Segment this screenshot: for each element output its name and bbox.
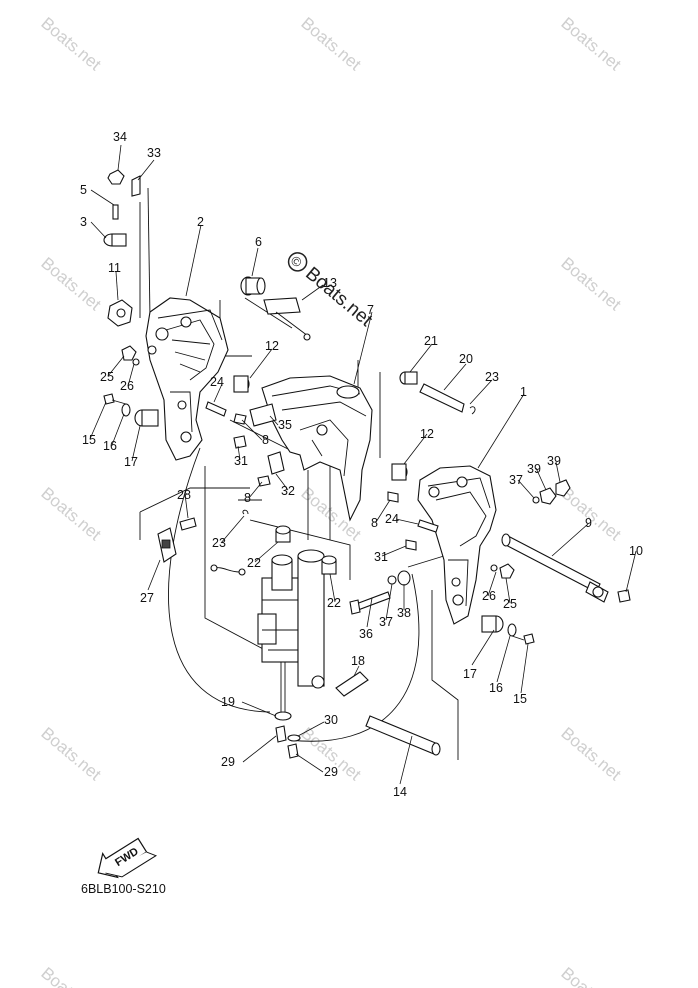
callout-label: 12 (265, 339, 279, 353)
watermark-text: Boats.net (557, 964, 624, 988)
watermark-text: Boats.net (37, 484, 104, 545)
callout-label: 32 (281, 484, 295, 498)
callout-label: 17 (463, 667, 477, 681)
callout-label: 14 (393, 785, 407, 799)
callout-label: 30 (324, 713, 338, 727)
callout-label: 23 (212, 536, 226, 550)
watermark-text: Boats.net (37, 724, 104, 785)
callout-label: 24 (210, 375, 224, 389)
watermark-text: Boats.net (557, 254, 624, 315)
callout-label: 19 (221, 695, 235, 709)
callout-label: 28 (177, 488, 191, 502)
swivel-bracket (261, 375, 373, 522)
callout-label: 11 (108, 261, 121, 275)
left-clamp-bracket (145, 297, 229, 461)
power-tilt-unit (210, 549, 325, 712)
callout-label: 25 (100, 370, 114, 384)
right-clamp-bracket (417, 465, 497, 625)
callout-label: 35 (278, 418, 292, 432)
small-parts (103, 169, 631, 759)
watermark-text: Boats.net (557, 724, 624, 785)
callout-label: 7 (367, 303, 374, 317)
callout-label: 21 (424, 334, 438, 348)
callout-label: 31 (374, 550, 388, 564)
watermark-text: Boats.net (37, 254, 104, 315)
watermark-text: Boats.net (37, 964, 104, 988)
callout-label: 8 (244, 491, 251, 505)
callout-label: 36 (359, 627, 373, 641)
callout-label: 26 (120, 379, 134, 393)
callout-label: 18 (351, 654, 365, 668)
callout-label: 20 (459, 352, 473, 366)
tilt-tube-shaft (501, 533, 609, 603)
callout-label: 31 (234, 454, 248, 468)
callout-label: 12 (420, 427, 434, 441)
callout-label: 39 (527, 462, 541, 476)
center-watermark-text: Boats.net (301, 263, 377, 331)
callout-label: 9 (585, 516, 592, 530)
callout-label: 5 (80, 183, 87, 197)
callout-label: 37 (509, 473, 523, 487)
callout-label: 34 (113, 130, 127, 144)
callout-label: 29 (221, 755, 235, 769)
callout-label: 16 (103, 439, 117, 453)
callout-label: 25 (503, 597, 517, 611)
fwd-arrow-icon: FWD (97, 837, 158, 879)
callout-label: 16 (489, 681, 503, 695)
callout-label: 13 (323, 276, 337, 290)
callout-label: 1 (520, 385, 527, 399)
callout-label: 37 (379, 615, 393, 629)
callout-label: 33 (147, 146, 161, 160)
callout-label: 3 (80, 215, 87, 229)
watermark-text: Boats.net (557, 14, 624, 75)
callout-label: 22 (247, 556, 261, 570)
callout-label: 10 (629, 544, 643, 558)
callout-label: 29 (324, 765, 338, 779)
callout-labels: 34 33 5 3 2 6 13 11 7 21 20 23 12 25 26 … (80, 130, 643, 799)
callout-label: 8 (262, 433, 269, 447)
callout-label: 8 (371, 516, 378, 530)
guide-lines (139, 187, 471, 760)
watermark-text: Boats.net (297, 14, 364, 75)
callout-label: 27 (140, 591, 154, 605)
callout-label: 15 (82, 433, 96, 447)
copyright-icon (287, 252, 308, 272)
callout-label: 38 (397, 606, 411, 620)
callout-label: 26 (482, 589, 496, 603)
watermark-text: Boats.net (37, 14, 104, 75)
leader-lines (89, 144, 637, 785)
callout-label: 24 (385, 512, 399, 526)
callout-label: 15 (513, 692, 527, 706)
callout-label: 6 (255, 235, 262, 249)
diagram-code: 6BLB100-S210 (81, 882, 166, 896)
callout-label: 17 (124, 455, 138, 469)
callout-label: 39 (547, 454, 561, 468)
callout-label: 23 (485, 370, 499, 384)
callout-label: 2 (197, 215, 204, 229)
watermark-text: Boats.net (557, 484, 624, 545)
callout-label: 22 (327, 596, 341, 610)
